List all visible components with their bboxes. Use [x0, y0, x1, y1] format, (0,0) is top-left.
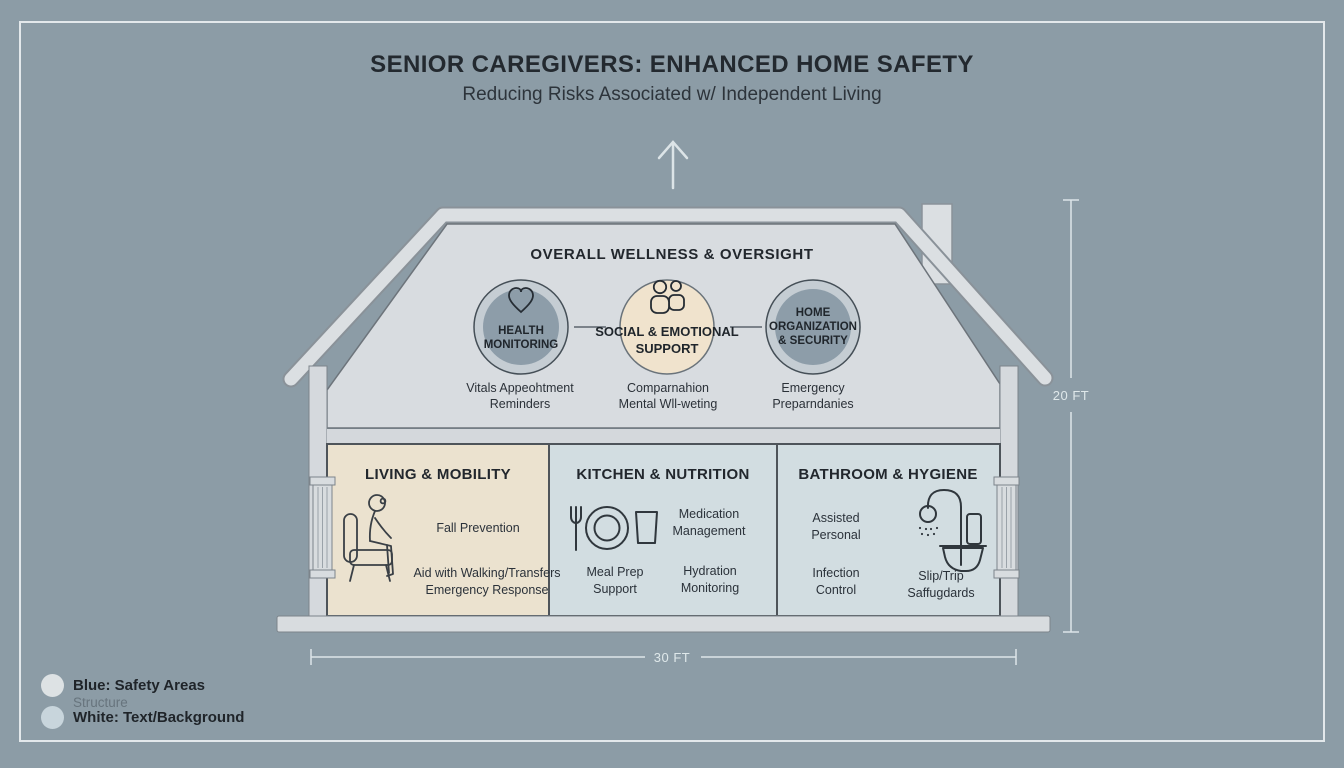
foundation: [276, 615, 1051, 633]
page-subtitle: Reducing Risks Associated w/ Independent…: [462, 84, 882, 105]
kitchen-item-meal-prep: Meal Prep Support: [586, 565, 644, 596]
kitchen-item-hydration: Hydration Monitoring: [680, 564, 740, 595]
legend-label-safety-areas: Blue: Safety Areas: [73, 677, 205, 694]
living-item-fall-prevention: Fall Prevention: [436, 521, 520, 535]
room-title-bathroom-hygiene: BATHROOM & HYGIENE: [798, 466, 978, 483]
width-dimension-label: 30 FT: [653, 650, 691, 665]
people-icon: [650, 279, 685, 314]
node-sublabel-security: Emergency Preparndanies: [772, 381, 854, 411]
kitchen-item-medication: Medication Management: [672, 507, 746, 538]
node-label-health-monitoring: HEALTH MONITORING: [483, 325, 559, 351]
node-label-social-emotional-support: SOCIAL & EMOTIONAL SUPPORT: [595, 324, 739, 356]
left-column: [309, 476, 336, 579]
width-dimension-line: [310, 649, 1017, 665]
health-monitoring-circle: [473, 279, 569, 375]
roof: [282, 206, 1054, 388]
bathroom-item-slip-trip: Slip/Trip Saffugdards: [907, 569, 975, 600]
legend-label-text-background: White: Text/Background: [73, 709, 245, 726]
node-sublabel-social: Comparnahion Mental Wll-weting: [618, 381, 718, 411]
floor-divider: [327, 429, 1000, 444]
height-dimension-label: 20 FT: [1052, 388, 1090, 403]
attic-section-title: OVERALL WELLNESS & OVERSIGHT: [530, 246, 814, 263]
height-dimension-line: [1063, 199, 1079, 633]
meal-icon: [570, 506, 658, 551]
legend-note-structure: Structure: [73, 695, 128, 710]
node-label-home-organization-security: HOME ORGANIZATION & SECURITY: [769, 307, 857, 347]
rooms-band: [326, 443, 1001, 617]
living-item-walking-emergency: Aid with Walking/Transfers Emergency Res…: [413, 566, 561, 597]
up-arrow-icon: [657, 140, 689, 190]
person-in-chair-icon: [343, 494, 394, 582]
shower-toilet-icon: [918, 489, 987, 572]
bathroom-item-infection-control: Infection Control: [812, 566, 860, 597]
home-security-circle: [765, 279, 861, 375]
legend-swatch-text-background: [41, 706, 64, 729]
heart-icon: [508, 287, 534, 314]
node-sublabel-health: Vitals Appeohtment Reminders: [466, 381, 574, 411]
room-title-living-mobility: LIVING & MOBILITY: [365, 466, 511, 483]
bathroom-item-assisted-personal: Assisted Personal: [811, 511, 861, 542]
right-column: [993, 476, 1020, 579]
legend-swatch-safety-areas: [41, 674, 64, 697]
room-title-kitchen-nutrition: KITCHEN & NUTRITION: [576, 466, 750, 483]
page-title: SENIOR CAREGIVERS: ENHANCED HOME SAFETY: [370, 51, 974, 78]
social-support-circle: [619, 279, 715, 375]
room-living-bg: [327, 444, 549, 616]
